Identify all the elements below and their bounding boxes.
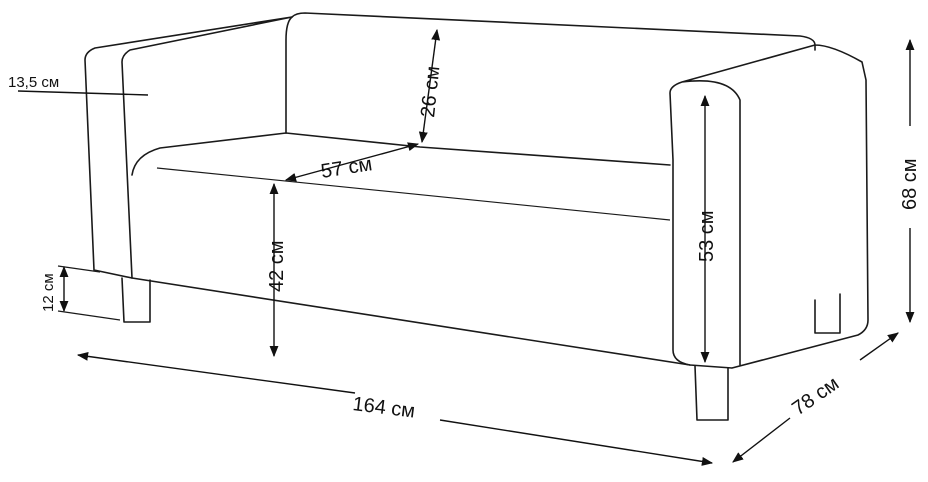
total-width-arrow-right [439,419,714,466]
armrest-height-label: 53 см [696,210,718,262]
dimension-labels: 13,5 см 26 см 57 см 42 см 12 см 53 см 68… [8,65,921,423]
total-width-label: 164 см [351,393,416,422]
seat-depth-arrow [284,142,420,182]
leg-height-label: 12 см [40,273,57,312]
seat-depth-label: 57 см [319,153,373,183]
backrest-height-arrow [418,28,441,144]
left-armrest [84,16,293,279]
left-front-leg [121,277,151,323]
total-height-label: 68 см [899,158,921,210]
right-front-leg [694,365,729,421]
backrest-height-label: 26 см [417,65,444,119]
sofa-front-base [131,277,691,366]
right-armrest [669,44,869,369]
right-back-leg [814,293,841,334]
armrest-width-line [17,90,149,96]
sofa-outline [84,12,869,421]
seat-height-label: 42 см [266,240,288,292]
leg-height-ext-top [57,265,101,273]
armrest-width-label: 13,5 см [8,74,59,91]
total-depth-label: 78 см [788,372,843,420]
total-width-arrow-left [76,351,356,394]
backrest [285,12,816,134]
total-depth-arrow-lower [732,417,791,463]
total-depth-arrow-upper [859,332,899,361]
seat-front-edge [156,167,671,221]
seat-cushion [131,132,671,176]
leg-height-ext-bottom [57,310,121,321]
dimension-lines [17,28,915,466]
